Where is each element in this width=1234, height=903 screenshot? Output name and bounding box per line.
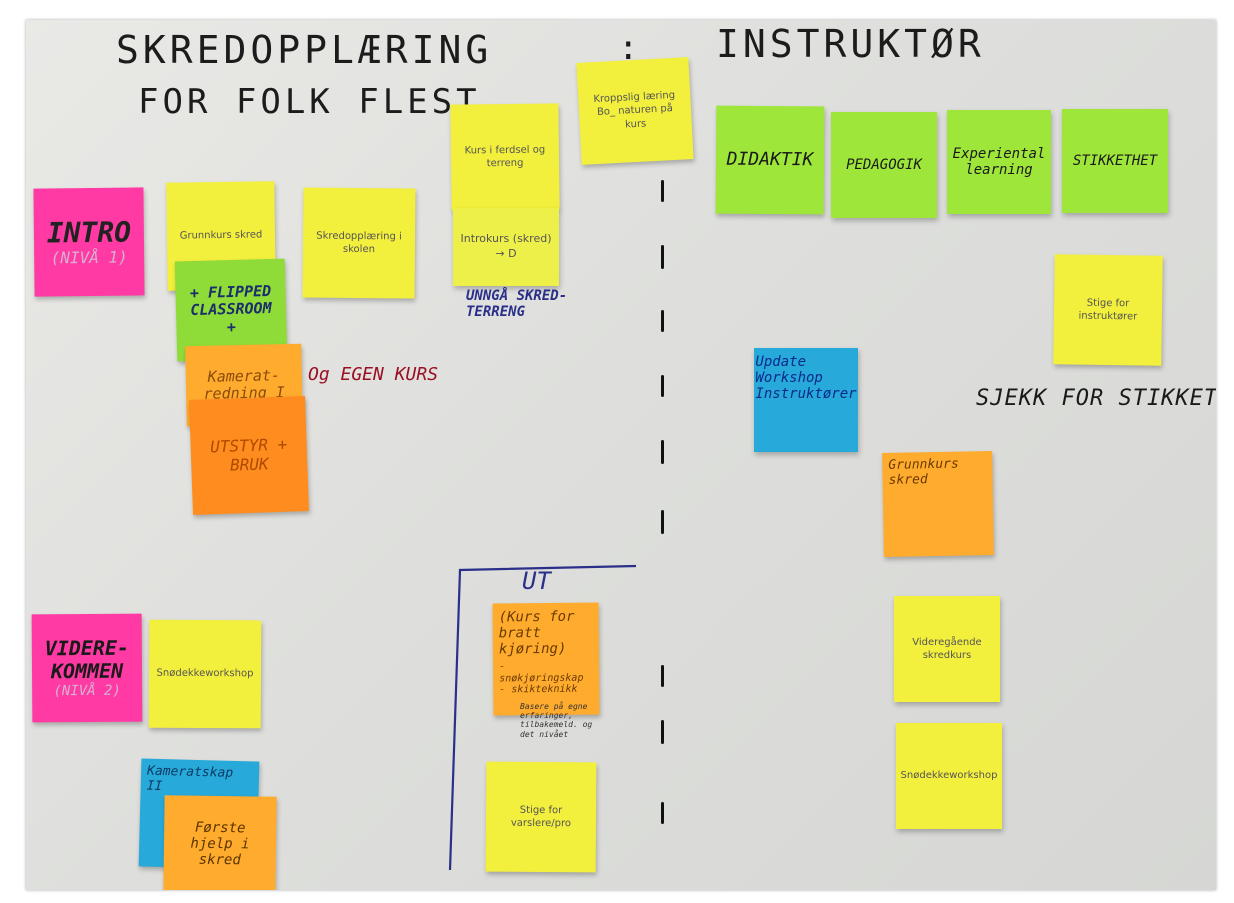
note-didaktik-text: DIDAKTIK: [726, 148, 814, 170]
heading-instruktor: INSTRUKTØR: [716, 22, 985, 66]
note-intro: INTRO (NIVÅ 1): [33, 187, 145, 297]
note-grunnkurs-text: Grunnkurs skred: [179, 229, 263, 242]
note-viderekommen-title: VIDERE-KOMMEN: [44, 635, 130, 684]
note-grunnkurs-instr: Grunnkurs skred: [882, 451, 994, 557]
note-viderekommen-sub: (NIVÅ 2): [53, 682, 121, 700]
note-snodekke-right-text: Snødekkeworkshop: [900, 770, 998, 782]
note-update-text: Update Workshop Instruktører: [755, 354, 857, 403]
divider-mark: [661, 375, 664, 397]
note-snodekkeworkshop-right: Snødekkeworkshop: [896, 723, 1002, 829]
note-forste-hjelp: Første hjelp i skred: [163, 795, 277, 890]
note-pedagogik: PEDAGOGIK: [831, 112, 937, 218]
note-kurs-bratt-bullets: - snøkjøringskap - skikteknikk: [499, 661, 584, 696]
divider-mark: [661, 440, 664, 464]
divider-mark: [661, 310, 664, 332]
note-didaktik: DIDAKTIK: [715, 105, 825, 215]
note-stige-varslere-text: Stige for varslere/pro: [510, 804, 572, 830]
note-stige-instr-text: Stige for instruktører: [1078, 297, 1138, 323]
note-kurs-bratt-title: (Kurs for bratt kjøring): [498, 608, 575, 658]
note-utstyr-text: UTSTYR + BRUK: [209, 434, 288, 475]
note-stige-instruktorer: Stige for instruktører: [1053, 254, 1163, 366]
divider-mark: [661, 802, 664, 824]
note-intro-sub: (NIVÅ 1): [50, 247, 128, 268]
ut-bracket: [448, 564, 637, 871]
note-experiental-text: Experiental learning: [952, 145, 1046, 178]
note-experiental-learning: Experiental learning: [947, 110, 1051, 214]
note-introkurs-text: Introkurs (skred) → D: [460, 232, 552, 260]
divider-mark: [661, 665, 664, 687]
heading-skredopplaering: SKREDOPPLÆRING: [116, 28, 493, 72]
note-snodekkeworkshop-left: Snødekkeworkshop: [148, 619, 262, 729]
note-grunnkurs-instr-text: Grunnkurs skred: [888, 456, 959, 488]
note-forste-hjelp-text: Første hjelp i skred: [190, 819, 250, 869]
heading-divider: :: [618, 28, 643, 68]
note-stige-varslere: Stige for varslere/pro: [485, 761, 597, 873]
heading-for-folk-flest: FOR FOLK FLEST: [138, 82, 481, 122]
ut-label: UT: [522, 567, 551, 595]
note-introkurs: Introkurs (skred) → D: [453, 208, 559, 286]
note-stikkethet-text: STIKKETHET: [1072, 152, 1158, 169]
annotation-unnga-skredterreng: UNNGÅ SKRED-TERRENG: [466, 288, 568, 321]
note-kroppslig-laering: Kroppslig læring Bo_ naturen på kurs: [576, 57, 694, 165]
note-intro-title: INTRO: [46, 215, 132, 250]
divider-mark: [661, 510, 664, 534]
whiteboard: SKREDOPPLÆRING FOR FOLK FLEST : INSTRUKT…: [26, 20, 1216, 890]
note-viderekommen: VIDERE-KOMMEN (NIVÅ 2): [31, 613, 143, 723]
divider-mark: [661, 180, 664, 202]
note-utstyr-bruk: UTSTYR + BRUK: [189, 396, 309, 515]
note-videregaende-text: Videregående skredkurs: [912, 636, 982, 662]
annotation-basere: Basere på egne erfaringer, tilbakemeld. …: [520, 702, 593, 739]
note-kameratskap-text: Kameratskap II: [146, 763, 234, 794]
note-videregaende-skredkurs: Videregående skredkurs: [894, 596, 1000, 702]
divider-mark: [661, 245, 664, 269]
note-skole-text: Skredopplæring i skolen: [316, 230, 402, 256]
note-update-workshop: Update Workshop Instruktører: [754, 348, 858, 452]
annotation-egen-kurs: Og EGEN KURS: [308, 364, 439, 385]
note-pedagogik-text: PEDAGOGIK: [846, 156, 922, 173]
note-snodekke-left-text: Snødekkeworkshop: [156, 667, 254, 680]
note-kurs-bratt: (Kurs for bratt kjøring) - snøkjøringska…: [492, 602, 600, 716]
note-stikkethet: STIKKETHET: [1062, 109, 1168, 213]
note-kroppslig-text: Kroppslig læring Bo_ naturen på kurs: [593, 89, 676, 131]
note-flipped-text: + FLIPPED CLASSROOM +: [189, 282, 272, 336]
divider-mark: [661, 720, 664, 744]
note-ferdsel-terreng: Kurs i ferdsel og terreng: [450, 103, 560, 211]
note-ferdsel-text: Kurs i ferdsel og terreng: [464, 144, 546, 170]
note-skredopplaering-skolen: Skredopplæring i skolen: [302, 187, 416, 299]
annotation-sjekk-stikkethet: SJEKK FOR STIKKETHET: [976, 386, 1216, 411]
